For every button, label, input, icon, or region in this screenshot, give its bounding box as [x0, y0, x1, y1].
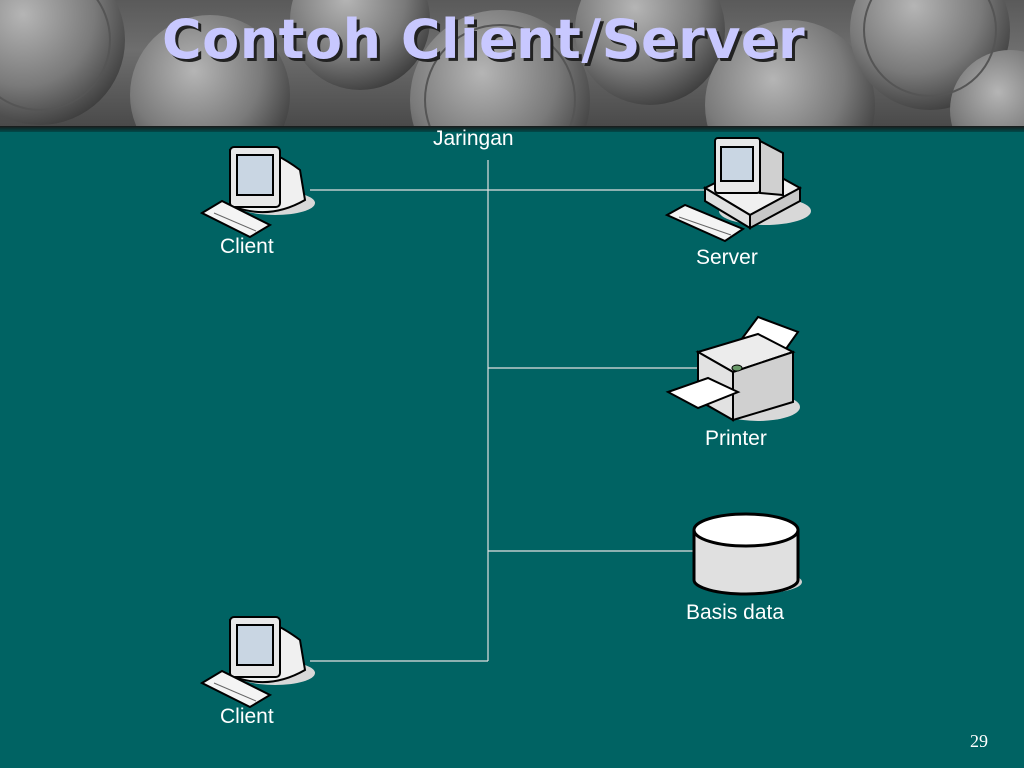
slide-title: Contoh Client/Server — [162, 8, 806, 71]
server-label: Server — [696, 246, 758, 269]
printer-label: Printer — [705, 427, 767, 450]
client-computer-icon — [199, 146, 315, 239]
banner-divider — [0, 126, 1024, 132]
network-lines — [310, 160, 705, 662]
database-label: Basis data — [686, 601, 785, 624]
printer-icon — [665, 315, 800, 422]
page-number: 29 — [970, 731, 988, 751]
coins-background — [0, 0, 1024, 126]
database-icon — [692, 512, 802, 596]
server-icon — [664, 137, 811, 243]
title-banner: Contoh Client/Server — [0, 0, 1024, 126]
client-label-bottom: Client — [220, 705, 274, 728]
network-label: Jaringan — [433, 127, 514, 150]
client-computer-icon — [199, 616, 315, 709]
client-label-top: Client — [220, 235, 274, 258]
